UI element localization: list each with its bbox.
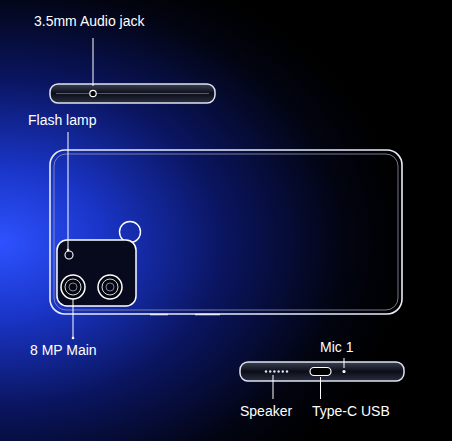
speaker-hole — [273, 370, 275, 372]
leader-line — [68, 132, 69, 250]
leader-line — [93, 38, 94, 86]
speaker-grille — [265, 370, 288, 372]
flash-lamp — [65, 251, 73, 259]
second-camera-lens — [98, 275, 122, 299]
top-edge-view — [50, 38, 215, 103]
bottom-edge-view — [240, 358, 404, 399]
leader-line — [344, 358, 345, 368]
part-label: Flash lamp — [28, 112, 96, 128]
speaker-hole — [286, 370, 288, 372]
leader-line — [273, 375, 274, 399]
speaker-hole — [277, 370, 279, 372]
main-camera-lens — [61, 275, 85, 299]
part-label: Speaker — [240, 403, 292, 419]
part-label: Type-C USB — [312, 403, 390, 419]
phone-back — [50, 132, 402, 339]
leader-line — [73, 299, 74, 338]
part-label: Mic 1 — [320, 339, 353, 355]
part-label: 8 MP Main — [30, 342, 97, 358]
speaker-hole — [282, 370, 284, 372]
side-button — [150, 314, 168, 316]
camera-module — [57, 240, 136, 306]
side-button — [195, 314, 220, 316]
leader-line — [320, 377, 321, 399]
audio-jack — [90, 90, 96, 96]
speaker-hole — [269, 370, 271, 372]
part-label: 3.5mm Audio jack — [34, 13, 145, 29]
usb-port — [310, 368, 331, 376]
microphone-hole — [342, 370, 345, 373]
speaker-hole — [265, 370, 267, 372]
